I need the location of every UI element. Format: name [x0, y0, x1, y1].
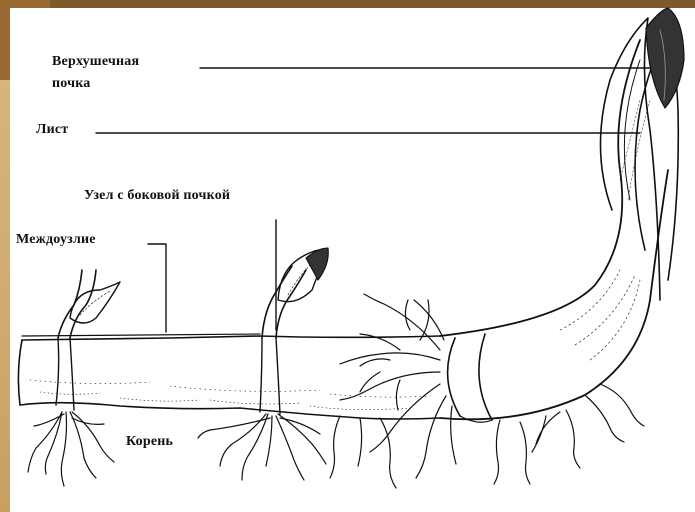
- label-apical-bud-line2: почка: [52, 76, 90, 92]
- roots: [28, 294, 644, 488]
- label-apical-bud-line1: Верхушечная: [52, 54, 139, 70]
- main-shoot: [440, 8, 684, 422]
- label-leaf: Лист: [36, 122, 68, 138]
- label-internode: Междоузлие: [16, 232, 96, 248]
- middle-shoot: [260, 248, 328, 414]
- rhizome-body: [18, 334, 440, 419]
- label-root: Корень: [126, 434, 173, 450]
- leader-internode: [148, 244, 166, 332]
- label-node-with-lateral-bud: Узел с боковой почкой: [84, 188, 230, 204]
